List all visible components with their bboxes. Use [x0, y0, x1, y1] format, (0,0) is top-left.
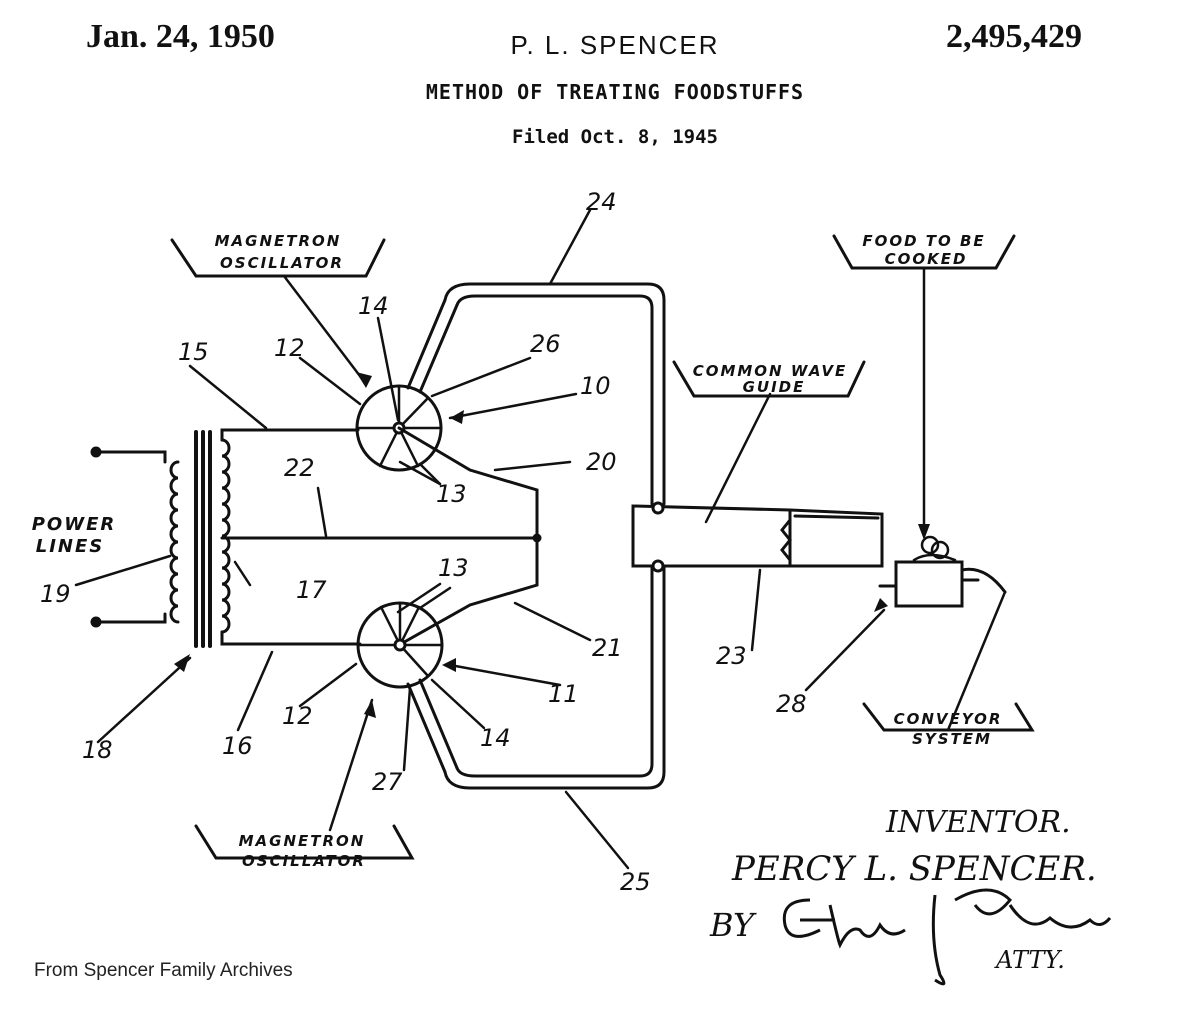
ref-16: 16 — [222, 732, 253, 760]
secondary-coil — [220, 438, 231, 634]
ref-13-top: 13 — [436, 480, 467, 508]
ref-12-bottom: 12 — [282, 702, 313, 730]
inventor-name: PERCY L. SPENCER. — [731, 849, 1097, 889]
frame-conveyor — [862, 702, 1035, 732]
filed-date: Filed Oct. 8, 1945 — [512, 126, 718, 148]
ref-14-bottom: 14 — [480, 724, 511, 752]
ref-25: 25 — [620, 868, 651, 896]
ref-11: 11 — [548, 680, 579, 708]
waveguide-horn — [780, 510, 880, 568]
patent-title: METHOD OF TREATING FOODSTUFFS — [425, 80, 805, 104]
ref-14-top: 14 — [358, 292, 389, 320]
label-magnetron-bottom-1: MAGNETRON — [239, 832, 366, 850]
ref-12-top: 12 — [274, 334, 305, 362]
frame-magnetron-bottom — [194, 824, 415, 860]
inventor-heading: INVENTOR. — [885, 805, 1071, 840]
label-common-wave-guide-2: GUIDE — [743, 378, 806, 396]
label-magnetron-top-1: MAGNETRON — [215, 232, 342, 250]
label-conveyor-2: SYSTEM — [912, 730, 992, 748]
arrowheads — [174, 372, 930, 718]
frame-magnetron-top — [170, 238, 386, 278]
output-probe-26 — [406, 298, 459, 394]
leader-lines — [74, 208, 1007, 870]
lead-16 — [220, 630, 362, 646]
waveguide-24-outer — [443, 282, 666, 506]
label-power-lines-2: LINES — [36, 536, 105, 557]
magnetron-bottom-vanes — [356, 601, 444, 678]
attorney-signature — [782, 888, 1112, 986]
terminal-bottom — [90, 616, 102, 628]
ref-10: 10 — [580, 372, 611, 400]
label-food-2: COOKED — [885, 250, 968, 268]
patent-date: Jan. 24, 1950 — [86, 18, 275, 55]
label-power-lines-1: POWER — [32, 514, 117, 535]
power-line-leads — [94, 450, 167, 624]
waveguide-25-inner — [455, 564, 654, 778]
label-conveyor-1: CONVEYOR — [894, 710, 1003, 728]
label-magnetron-bottom-2: OSCILLATOR — [242, 852, 366, 870]
food-container-28 — [894, 560, 964, 608]
inventor-header: P. L. SPENCER — [510, 30, 720, 60]
ref-18: 18 — [82, 736, 113, 764]
output-probe-27 — [406, 678, 459, 774]
ref-27: 27 — [372, 768, 403, 796]
lead-15 — [220, 428, 360, 442]
ref-22: 22 — [284, 454, 315, 482]
ref-17: 17 — [296, 576, 327, 604]
patent-number: 2,495,429 — [946, 18, 1082, 55]
ref-28: 28 — [776, 690, 807, 718]
ref-19: 19 — [40, 580, 71, 608]
label-common-wave-guide-1: COMMON WAVE — [693, 362, 848, 380]
label-magnetron-top-2: OSCILLATOR — [220, 254, 344, 272]
by-label: BY — [709, 906, 757, 944]
ref-13-bottom: 13 — [438, 554, 469, 582]
label-food-1: FOOD TO BE — [862, 232, 985, 250]
common-waveguide-23 — [631, 504, 884, 568]
conveyor-link — [960, 567, 1007, 594]
terminal-top — [90, 446, 102, 458]
ref-26: 26 — [530, 330, 561, 358]
ref-24: 24 — [586, 188, 617, 216]
archive-credit: From Spencer Family Archives — [34, 960, 293, 981]
frame-food — [832, 234, 1016, 270]
ref-23: 23 — [716, 642, 747, 670]
attorney-label: ATTY. — [994, 946, 1065, 974]
primary-coil — [169, 460, 180, 624]
waveguide-24-inner — [455, 294, 654, 506]
ref-20: 20 — [586, 448, 617, 476]
frame-common-wave-guide — [672, 360, 866, 398]
transformer-core — [194, 430, 212, 648]
ref-21: 21 — [592, 634, 623, 662]
magnetron-top-vanes — [355, 384, 443, 468]
ref-15: 15 — [178, 338, 209, 366]
lead-20 — [397, 426, 539, 647]
food-item — [912, 535, 957, 562]
waveguide-25-outer — [443, 564, 666, 790]
